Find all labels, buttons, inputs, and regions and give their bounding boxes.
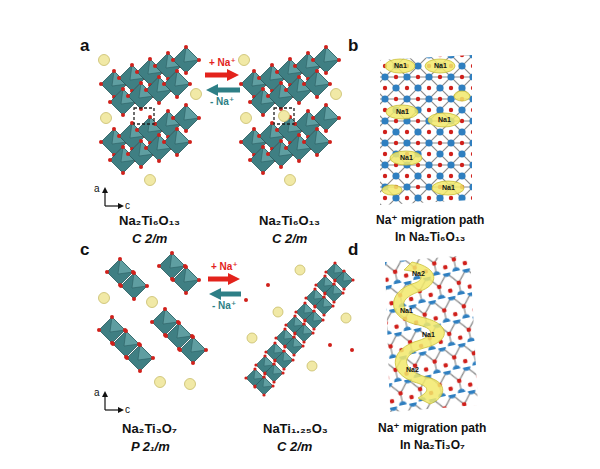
axis-label: c — [125, 200, 130, 212]
site-label: Na1 — [400, 154, 413, 162]
inserted-sodium — [279, 111, 290, 122]
axis-label: a — [94, 387, 100, 399]
arrow-label: + Na⁺ — [209, 57, 236, 69]
formula-label: Na₂Ti₆O₁₃ — [259, 214, 320, 229]
axis-arrows — [102, 391, 124, 413]
caption-label: Na⁺ migration path — [378, 422, 486, 436]
reaction-arrows — [208, 273, 241, 300]
octahedra-slab — [99, 45, 202, 186]
site-label: Na1 — [396, 108, 409, 116]
octahedra-ribbon — [244, 261, 355, 396]
formula-label: NaTi₁.₂₅O₃ — [263, 422, 328, 437]
space-group-label: C 2/m — [272, 232, 307, 247]
migration-lattice — [385, 255, 478, 412]
octahedra-slab — [239, 45, 342, 186]
site-label: Na1 — [394, 62, 407, 70]
panel-letter: d — [348, 240, 358, 260]
site-label: Na1 — [438, 116, 451, 124]
panel-letter: b — [348, 36, 358, 56]
site-label: Na1 — [422, 331, 435, 339]
space-group-label: C 2/m — [132, 232, 167, 247]
space-group-label: C 2/m — [277, 440, 312, 455]
panel-letter: a — [80, 36, 89, 56]
octahedra-blocks — [97, 251, 208, 390]
panel-letter: c — [80, 240, 89, 260]
axis-arrows — [102, 187, 124, 209]
caption-label: Na⁺ migration path — [376, 214, 484, 228]
space-group-label: P 2₁/m — [131, 440, 170, 455]
arrow-label: - Na⁺ — [210, 96, 234, 108]
reaction-arrows — [205, 69, 240, 96]
formula-label: Na₂Ti₃O₇ — [122, 422, 177, 437]
formula-label: Na₂Ti₆O₁₃ — [119, 214, 180, 229]
arrow-label: - Na⁺ — [212, 300, 236, 312]
site-label: Na1 — [442, 184, 455, 192]
site-label: Na1 — [400, 307, 413, 315]
caption-label: In Na₂Ti₃O₇ — [400, 439, 465, 453]
site-label: Na1 — [434, 62, 447, 70]
arrow-label: + Na⁺ — [211, 261, 238, 273]
site-label: Na2 — [412, 270, 425, 278]
site-label: Na2 — [406, 366, 419, 374]
axis-label: a — [94, 183, 100, 195]
migration-lattice — [380, 55, 472, 205]
axis-label: c — [125, 404, 130, 416]
caption-label: In Na₂Ti₆O₁₃ — [395, 231, 465, 245]
